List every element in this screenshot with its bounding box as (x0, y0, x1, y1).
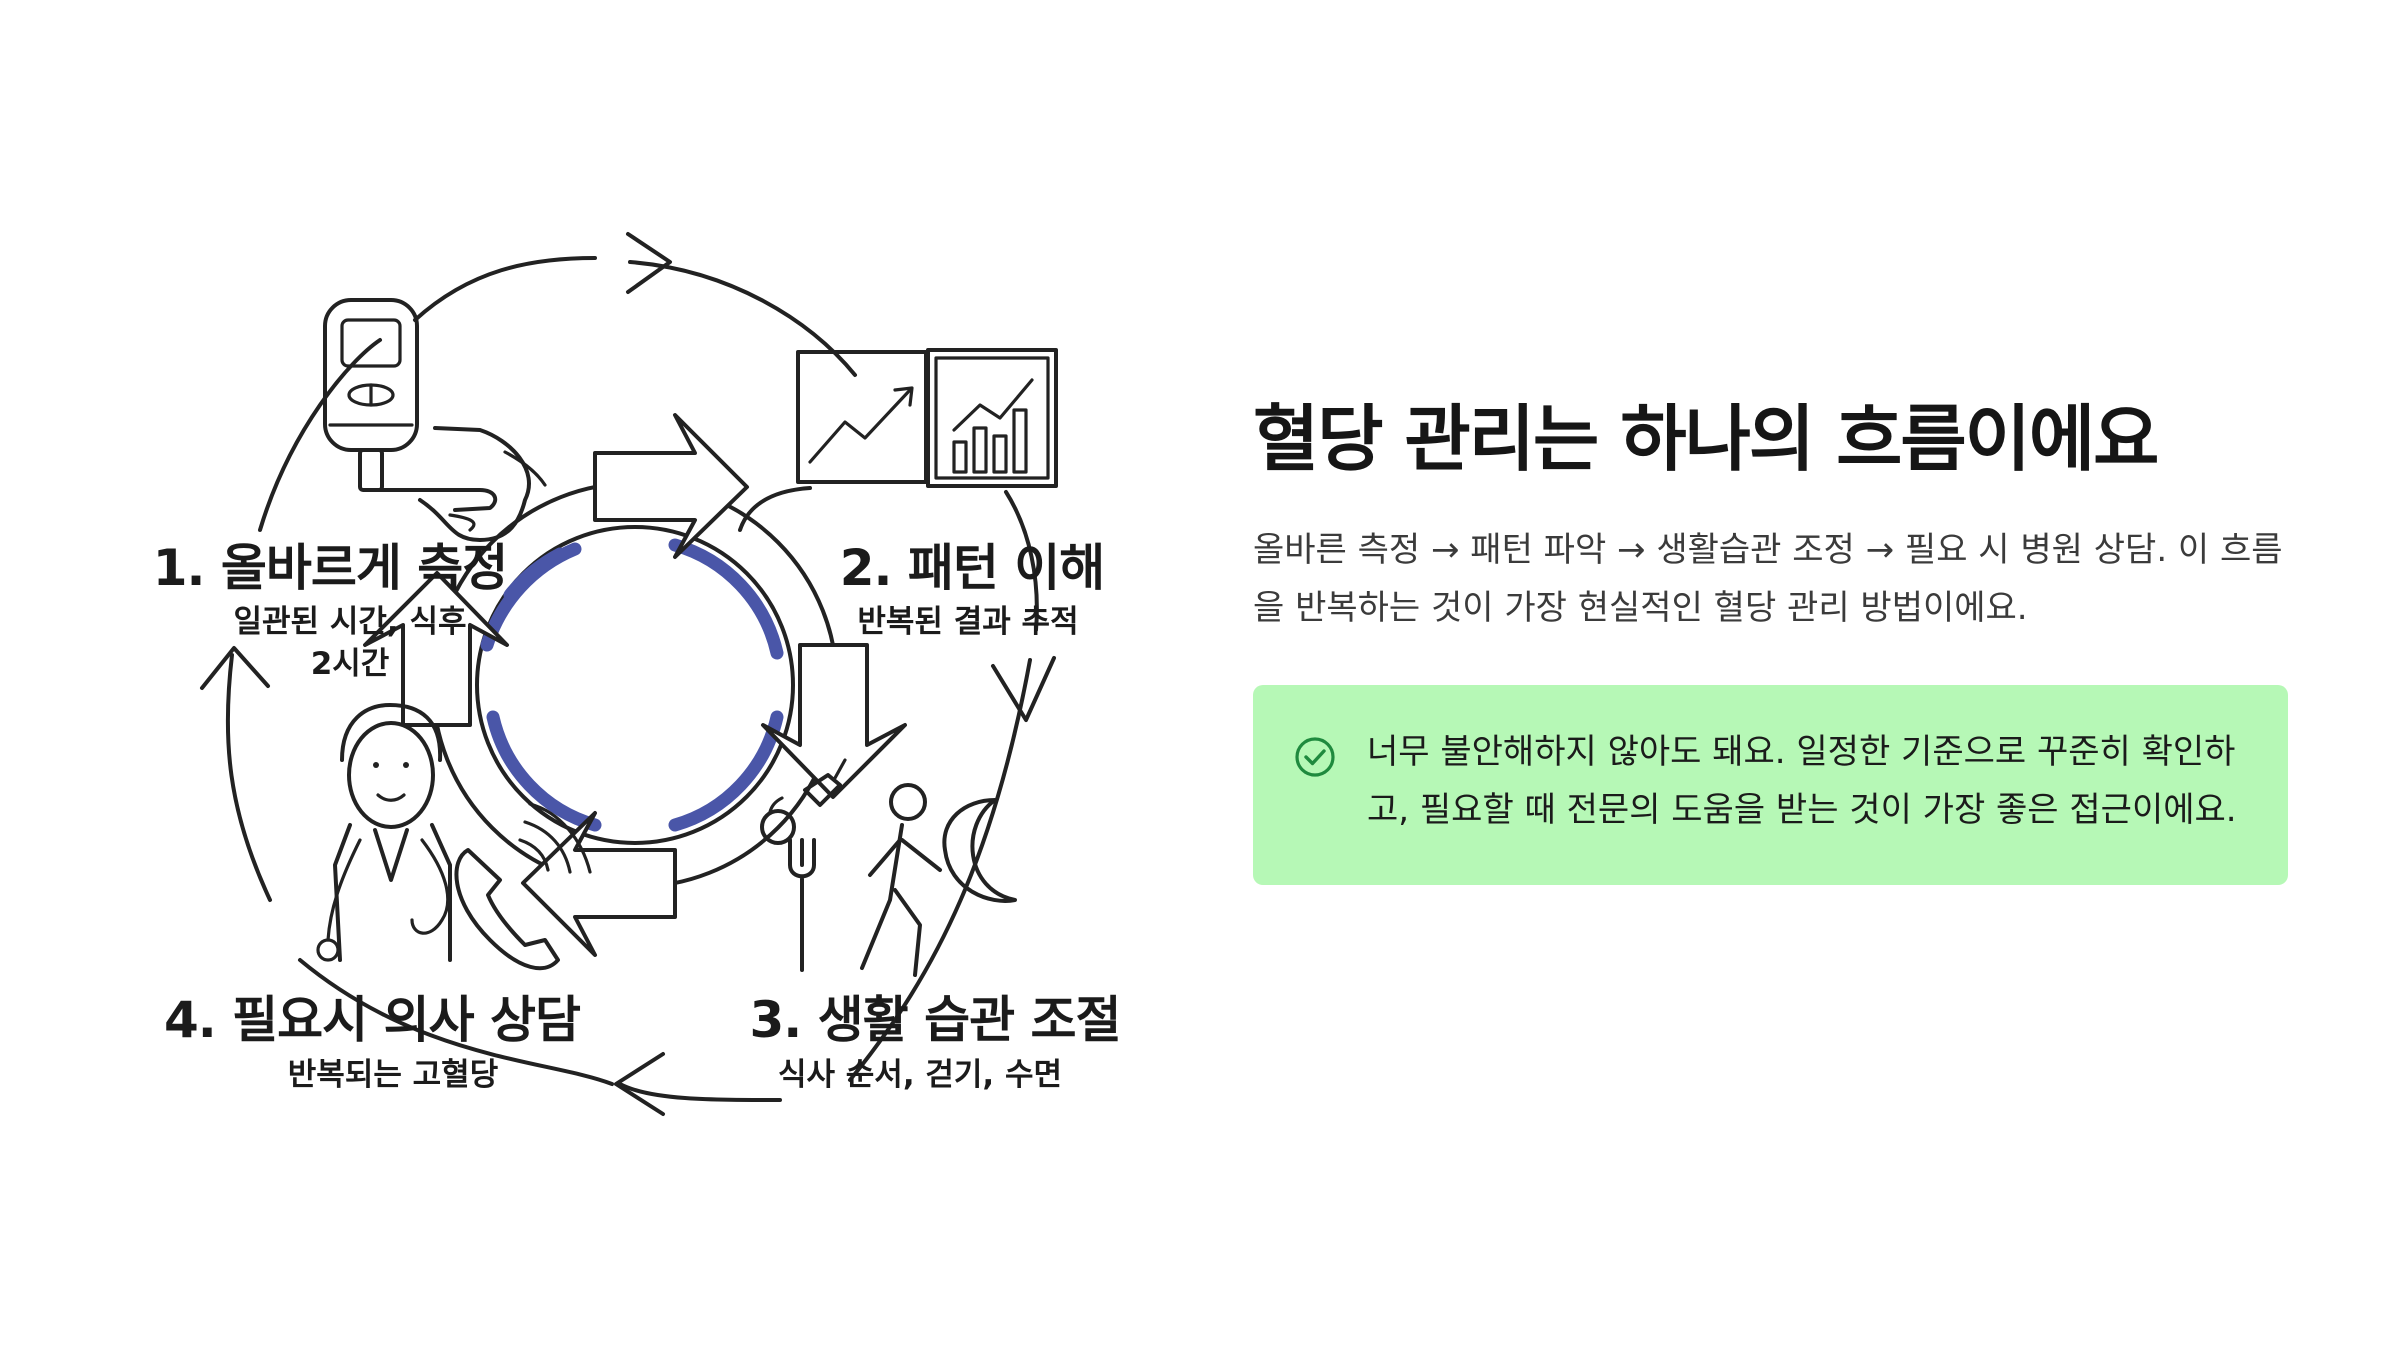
svg-text:일관된 시간, 식후: 일관된 시간, 식후 (233, 604, 466, 640)
outer-cycle-arrow (200, 232, 1056, 1116)
moon-icon (942, 798, 1017, 903)
svg-text:반복된 결과 추적: 반복된 결과 추적 (857, 604, 1078, 640)
svg-text:3. 생활 습관 조절: 3. 생활 습관 조절 (749, 991, 1120, 1049)
step-3-label: 3. 생활 습관 조절 식사 순서, 걷기, 수면 (749, 991, 1121, 1093)
reassurance-note: 너무 불안해하지 않아도 돼요. 일정한 기준으로 꾸준히 확인하고, 필요할 … (1253, 684, 2288, 885)
check-circle-icon (1295, 737, 1335, 777)
svg-text:4. 필요시 의사 상담: 4. 필요시 의사 상담 (164, 991, 581, 1049)
svg-text:1. 올바르게 측정: 1. 올바르게 측정 (153, 539, 508, 597)
trend-chart-icon (738, 348, 1058, 632)
phone-icon (454, 802, 592, 971)
step-4-label: 4. 필요시 의사 상담 반복되는 고혈당 (164, 991, 582, 1093)
page-title: 혈당 관리는 하나의 흐름이에요 (1253, 397, 2159, 481)
svg-text:반복되는 고혈당: 반복되는 고혈당 (288, 1057, 498, 1093)
step-1-label: 1. 올바르게 측정 일관된 시간, 식후 2시간 (153, 539, 509, 682)
food-icon (760, 758, 847, 972)
svg-text:2시간: 2시간 (311, 646, 390, 682)
doctor-icon (316, 703, 452, 962)
note-text: 너무 불안해하지 않아도 돼요. 일정한 기준으로 꾸준히 확인하고, 필요할 … (1367, 731, 2237, 830)
svg-text:2. 패턴 이해: 2. 패턴 이해 (840, 539, 1105, 597)
cycle-arrows-icon (363, 413, 907, 957)
info-panel: 혈당 관리는 하나의 흐름이에요 올바른 측정 → 패턴 파악 → 생활습관 조… (1253, 398, 2288, 885)
glucose-meter-icon (323, 298, 547, 542)
page-description: 올바른 측정 → 패턴 파악 → 생활습관 조정 → 필요 시 병원 상담. 이… (1253, 529, 2283, 628)
walking-person-icon (860, 783, 942, 977)
management-cycle-diagram: 1. 올바르게 측정 일관된 시간, 식후 2시간 2. 패턴 이해 반복된 결… (153, 232, 1122, 1116)
step-2-label: 2. 패턴 이해 반복된 결과 추적 (840, 539, 1106, 640)
svg-text:식사 순서, 걷기, 수면: 식사 순서, 걷기, 수면 (778, 1057, 1062, 1093)
